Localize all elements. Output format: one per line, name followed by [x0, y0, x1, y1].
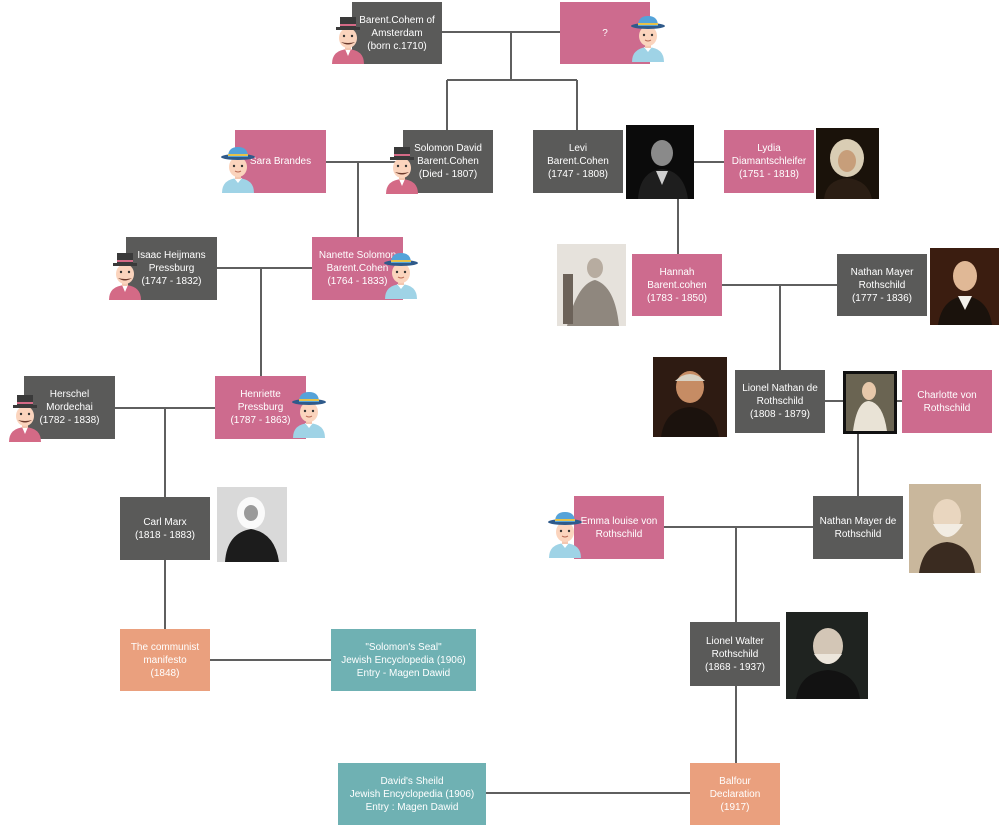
node-label: Charlotte von Rothschild: [917, 389, 977, 414]
node-emma-louise[interactable]: Emma louise von Rothschild: [574, 496, 664, 559]
male-avatar-icon: [386, 147, 418, 194]
node-label: The communist manifesto (1848): [130, 641, 200, 679]
node-label: Lionel Walter Rothschild (1868 - 1937): [704, 635, 766, 673]
portrait-photo: [626, 125, 694, 199]
node-label: Carl Marx (1818 - 1883): [134, 516, 196, 541]
female-avatar-icon: [547, 511, 583, 558]
portrait-photo: [909, 484, 981, 573]
portrait-photo: [816, 128, 879, 199]
portrait-photo: [217, 487, 287, 562]
node-label: Nathan Mayer de Rothschild: [819, 515, 897, 540]
node-label: Levi Barent.Cohen (1747 - 1808): [547, 143, 609, 180]
node-label: Isaac Heijmans Pressburg (1747 - 1832): [137, 250, 206, 287]
node-davids-sheild[interactable]: David's Sheild Jewish Encyclopedia (1906…: [338, 763, 486, 825]
portrait-photo: [653, 357, 727, 437]
node-label: Lydia Diamantschleifer (1751 - 1818): [731, 143, 807, 180]
node-label: David's Sheild Jewish Encyclopedia (1906…: [349, 775, 475, 813]
node-henriette[interactable]: Henriette Pressburg (1787 - 1863): [215, 376, 306, 439]
node-nathan-mayer-de[interactable]: Nathan Mayer de Rothschild: [813, 496, 903, 559]
node-label: Henriette Pressburg (1787 - 1863): [230, 389, 291, 426]
male-avatar-icon: [109, 253, 141, 300]
node-hannah[interactable]: Hannah Barent.cohen (1783 - 1850): [632, 254, 722, 316]
female-avatar-icon: [291, 391, 327, 438]
node-sara-brandes[interactable]: Sara Brandes: [235, 130, 326, 193]
node-nathan-mayer[interactable]: Nathan Mayer Rothschild (1777 - 1836): [837, 254, 927, 316]
node-lionel-nathan[interactable]: Lionel Nathan de Rothschild (1808 - 1879…: [735, 370, 825, 433]
node-balfour[interactable]: Balfour Declaration (1917): [690, 763, 780, 825]
female-avatar-icon: [630, 15, 666, 62]
portrait-photo: [786, 612, 868, 699]
female-avatar-icon: [220, 146, 256, 193]
portrait-photo: [930, 248, 999, 325]
node-herschel[interactable]: Herschel Mordechai (1782 - 1838): [24, 376, 115, 439]
node-label: Barent.Cohem of Amsterdam (born c.1710): [359, 14, 435, 52]
node-barent-cohem[interactable]: Barent.Cohem of Amsterdam (born c.1710): [352, 2, 442, 64]
portrait-photo: [557, 244, 626, 326]
node-lydia[interactable]: Lydia Diamantschleifer (1751 - 1818): [724, 130, 814, 193]
portrait-photo: [843, 371, 897, 434]
node-levi-barent[interactable]: Levi Barent.Cohen (1747 - 1808): [533, 130, 623, 193]
node-charlotte[interactable]: Charlotte von Rothschild: [902, 370, 992, 433]
node-isaac-heijmans[interactable]: Isaac Heijmans Pressburg (1747 - 1832): [126, 237, 217, 300]
male-avatar-icon: [9, 395, 41, 442]
node-lionel-walter[interactable]: Lionel Walter Rothschild (1868 - 1937): [690, 622, 780, 686]
node-label: Solomon David Barent.Cohen (Died - 1807): [414, 143, 482, 180]
node-communist-manifesto[interactable]: The communist manifesto (1848): [120, 629, 210, 691]
node-label: Lionel Nathan de Rothschild (1808 - 1879…: [742, 383, 818, 420]
node-solomons-seal[interactable]: "Solomon's Seal" Jewish Encyclopedia (19…: [331, 629, 476, 691]
node-label: Sara Brandes: [249, 156, 312, 167]
node-label: Balfour Declaration (1917): [709, 775, 761, 813]
node-label: Nanette Solomon Barent.Cohen (1764 - 183…: [318, 250, 397, 287]
node-karl-marx[interactable]: Carl Marx (1818 - 1883): [120, 497, 210, 560]
node-label: ?: [602, 27, 608, 39]
node-label: Hannah Barent.cohen (1783 - 1850): [646, 266, 708, 304]
male-avatar-icon: [332, 17, 364, 64]
node-nanette[interactable]: Nanette Solomon Barent.Cohen (1764 - 183…: [312, 237, 403, 300]
node-label: "Solomon's Seal" Jewish Encyclopedia (19…: [341, 641, 466, 679]
node-solomon-david[interactable]: Solomon David Barent.Cohen (Died - 1807): [403, 130, 493, 193]
node-label: Emma louise von Rothschild: [580, 515, 658, 540]
female-avatar-icon: [383, 252, 419, 299]
node-label: Nathan Mayer Rothschild (1777 - 1836): [850, 266, 914, 304]
node-label: Herschel Mordechai (1782 - 1838): [39, 389, 100, 426]
